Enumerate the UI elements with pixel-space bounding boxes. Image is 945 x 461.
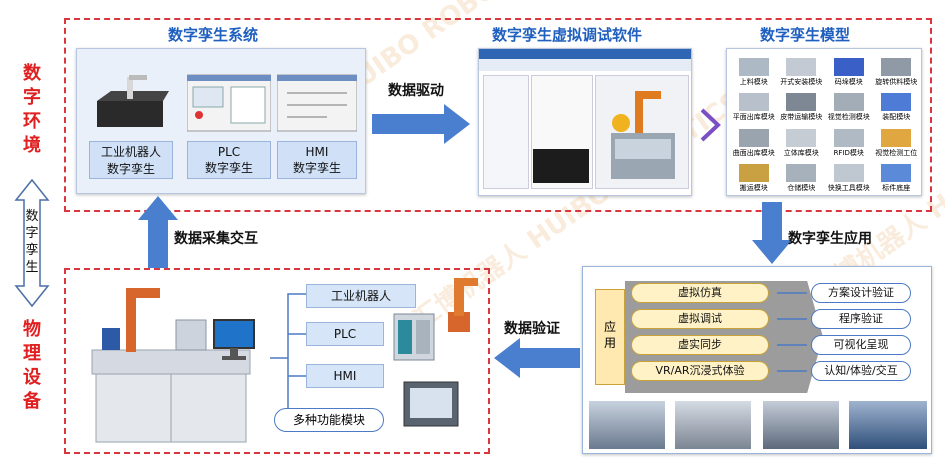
- monitor-icon: [213, 319, 255, 360]
- data-verify-label: 数据验证: [504, 321, 560, 337]
- twin-system-panel: 工业机器人 数字孪生 PLC 数字孪生 HMI 数字孪生: [76, 48, 366, 194]
- model-module: 装配模块: [874, 89, 920, 123]
- physical-label: 物理设备: [23, 319, 41, 412]
- model-module: 视觉检测工位: [874, 124, 920, 158]
- twin-app-label: 数字孪生应用: [788, 231, 872, 247]
- photo-classroom-3: [763, 401, 839, 449]
- photo-classroom-2: [675, 401, 751, 449]
- data-drive-arrow: [372, 104, 470, 144]
- card-line1: PLC: [217, 144, 241, 159]
- app-item-virtual-debug: 虚拟调试: [631, 309, 769, 329]
- application-side-label: 应用: [604, 320, 617, 350]
- model-module: 上料模块: [731, 53, 777, 87]
- model-panel: 上料模块 开式安装模块 码垛模块 旋转供料模块 平面出库模块 皮带运输模块 视觉…: [726, 48, 922, 196]
- digital-env-region: [64, 18, 932, 212]
- card-line1: HMI: [305, 144, 329, 159]
- model-module: 曲面出库模块: [731, 124, 777, 158]
- result-scheme-verify: 方案设计验证: [811, 283, 911, 303]
- data-verify-arrow: [494, 338, 580, 378]
- photo-classroom-1: [589, 401, 665, 449]
- plc-twin-card: PLC 数字孪生: [187, 141, 271, 179]
- model-module: 开式安装模块: [779, 53, 825, 87]
- model-grid: 上料模块 开式安装模块 码垛模块 旋转供料模块 平面出库模块 皮带运输模块 视觉…: [731, 53, 919, 193]
- twin-vertical-label: 数字孪生: [25, 209, 39, 275]
- app-item-virtual-real-sync: 虚实同步: [631, 335, 769, 355]
- data-collect-label: 数据采集交互: [174, 231, 258, 247]
- physical-item-plc: PLC: [306, 322, 384, 346]
- model-module: 视觉检测模块: [826, 89, 872, 123]
- card-line2: 数字孪生: [106, 162, 155, 176]
- model-module: 平面出库模块: [731, 89, 777, 123]
- card-line2: 数字孪生: [292, 160, 341, 175]
- virtual-robot-cell-icon: [611, 91, 675, 179]
- software-screenshot: [478, 48, 692, 196]
- app-connectors: [777, 292, 807, 372]
- hmi-twin-thumbnail: [277, 74, 357, 132]
- result-visualization: 可视化呈现: [811, 335, 911, 355]
- model-module: 皮带运输模块: [779, 89, 825, 123]
- function-modules-label: 多种功能模块: [274, 408, 384, 432]
- result-cognition-interaction: 认知/体验/交互: [811, 361, 911, 381]
- card-line2: 数字孪生: [204, 160, 253, 175]
- card-line1: 工业机器人: [100, 145, 161, 159]
- digital-env-label: 数字环境: [23, 63, 41, 156]
- model-title: 数字孪生模型: [760, 26, 851, 44]
- software-title: 数字孪生虚拟调试软件: [492, 26, 643, 44]
- hmi-twin-card: HMI 数字孪生: [277, 141, 357, 179]
- app-item-vr-ar: VR/AR沉浸式体验: [631, 361, 769, 381]
- model-module: 标件底座: [874, 160, 920, 194]
- twin-system-title: 数字孪生系统: [168, 26, 259, 44]
- chevron-right-icon: [700, 108, 721, 142]
- model-module: RFID模块: [826, 124, 872, 158]
- physical-region: [64, 268, 490, 454]
- model-module: 旋转供料模块: [874, 53, 920, 87]
- training-station-image: [91, 288, 251, 443]
- double-arrow-icon: [14, 178, 50, 308]
- data-collect-arrow: [138, 196, 178, 268]
- twin-app-arrow: [752, 202, 792, 264]
- application-side-box: [595, 289, 625, 385]
- robot-twin-card: 工业机器人 数字孪生: [89, 141, 173, 179]
- robot-arm-icon: [448, 278, 478, 332]
- physical-item-hmi: HMI: [306, 364, 384, 388]
- plc-hardware-icon: [393, 313, 435, 361]
- model-module: 搬运模块: [731, 160, 777, 194]
- model-module: 快换工具模块: [826, 160, 872, 194]
- robot-twin-thumbnail: [97, 75, 169, 127]
- result-program-verify: 程序验证: [811, 309, 911, 329]
- model-module: 立体库模块: [779, 124, 825, 158]
- application-panel: 应用 虚拟仿真 虚拟调试 虚实同步 VR/AR沉浸式体验 方案设计验证 程序验证…: [582, 266, 932, 454]
- model-module: 仓储模块: [779, 160, 825, 194]
- data-drive-label: 数据驱动: [388, 83, 444, 99]
- model-module: 码垛模块: [826, 53, 872, 87]
- hmi-panel-icon: [403, 381, 459, 427]
- photo-classroom-4: [849, 401, 927, 449]
- physical-item-robot: 工业机器人: [306, 284, 416, 308]
- app-item-virtual-simulation: 虚拟仿真: [631, 283, 769, 303]
- plc-twin-thumbnail: [187, 74, 271, 132]
